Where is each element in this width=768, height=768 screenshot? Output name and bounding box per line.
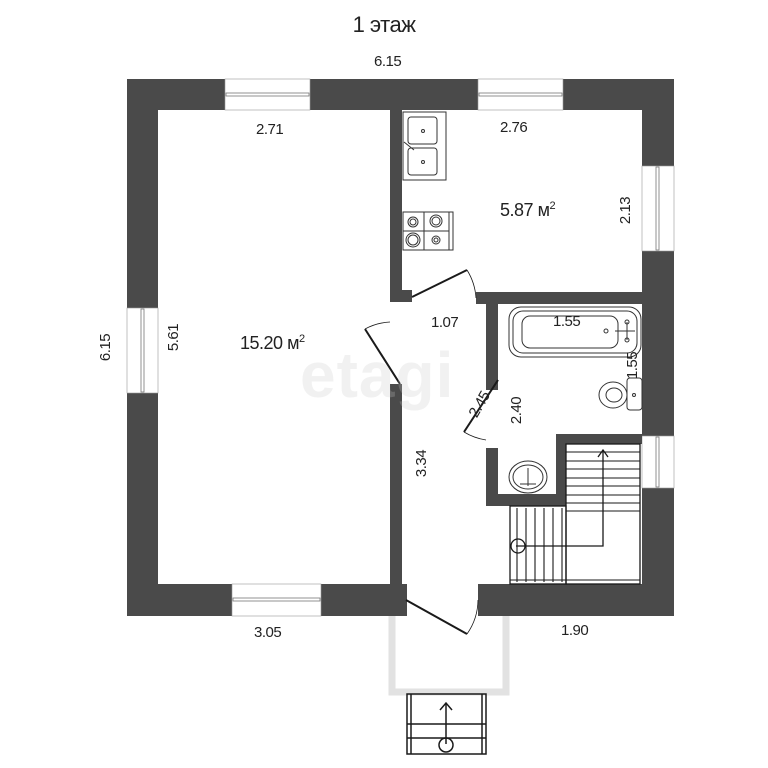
area-kitchen-value: 5.87 bbox=[500, 200, 534, 220]
stairs-icon bbox=[509, 443, 641, 585]
dim-hall-top: 1.07 bbox=[431, 314, 459, 331]
dim-bottom-left: 3.05 bbox=[254, 624, 282, 641]
area-living-unit: м bbox=[287, 333, 299, 353]
area-kitchen-unit: м bbox=[537, 200, 550, 220]
dim-kitchen-side: 2.13 bbox=[617, 196, 635, 225]
dim-living-side: 5.61 bbox=[165, 323, 183, 352]
toilet-icon bbox=[598, 377, 643, 411]
dim-bath-tub: 1.55 bbox=[553, 313, 581, 330]
porch bbox=[388, 616, 510, 755]
porch-stairs-icon bbox=[406, 693, 487, 755]
stove-icon bbox=[402, 211, 454, 251]
window-icon bbox=[126, 307, 159, 394]
dim-left-outer: 6.15 bbox=[97, 333, 115, 362]
door-icon bbox=[463, 379, 499, 441]
dim-hall-side: 3.34 bbox=[413, 449, 431, 478]
dim-living-top: 2.71 bbox=[256, 121, 284, 138]
area-living-value: 15.20 bbox=[240, 333, 283, 353]
area-kitchen: 5.87 м2 bbox=[500, 200, 556, 220]
door-icon bbox=[411, 269, 477, 299]
window-icon bbox=[224, 78, 311, 111]
page-title: 1 этаж bbox=[352, 12, 416, 37]
interior-walls bbox=[390, 110, 642, 584]
windows bbox=[126, 78, 675, 617]
window-icon bbox=[641, 435, 675, 489]
sink-icon bbox=[402, 111, 447, 181]
window-icon bbox=[231, 583, 322, 617]
dim-kitchen-top: 2.76 bbox=[500, 119, 528, 136]
watermark: etagi bbox=[300, 339, 455, 411]
dim-bottom-right: 1.90 bbox=[561, 622, 589, 639]
window-icon bbox=[641, 165, 675, 252]
window-icon bbox=[477, 78, 564, 111]
area-living: 15.20 м2 bbox=[240, 333, 305, 353]
washbasin-icon bbox=[508, 460, 548, 494]
doors bbox=[364, 269, 499, 635]
dim-top-outer: 6.15 bbox=[374, 53, 402, 70]
dim-bath-side: 1.55 bbox=[624, 351, 642, 380]
door-icon bbox=[364, 321, 401, 385]
door-icon bbox=[405, 599, 479, 635]
bathtub-icon bbox=[508, 306, 642, 358]
dim-bath-height: 2.40 bbox=[508, 396, 526, 425]
